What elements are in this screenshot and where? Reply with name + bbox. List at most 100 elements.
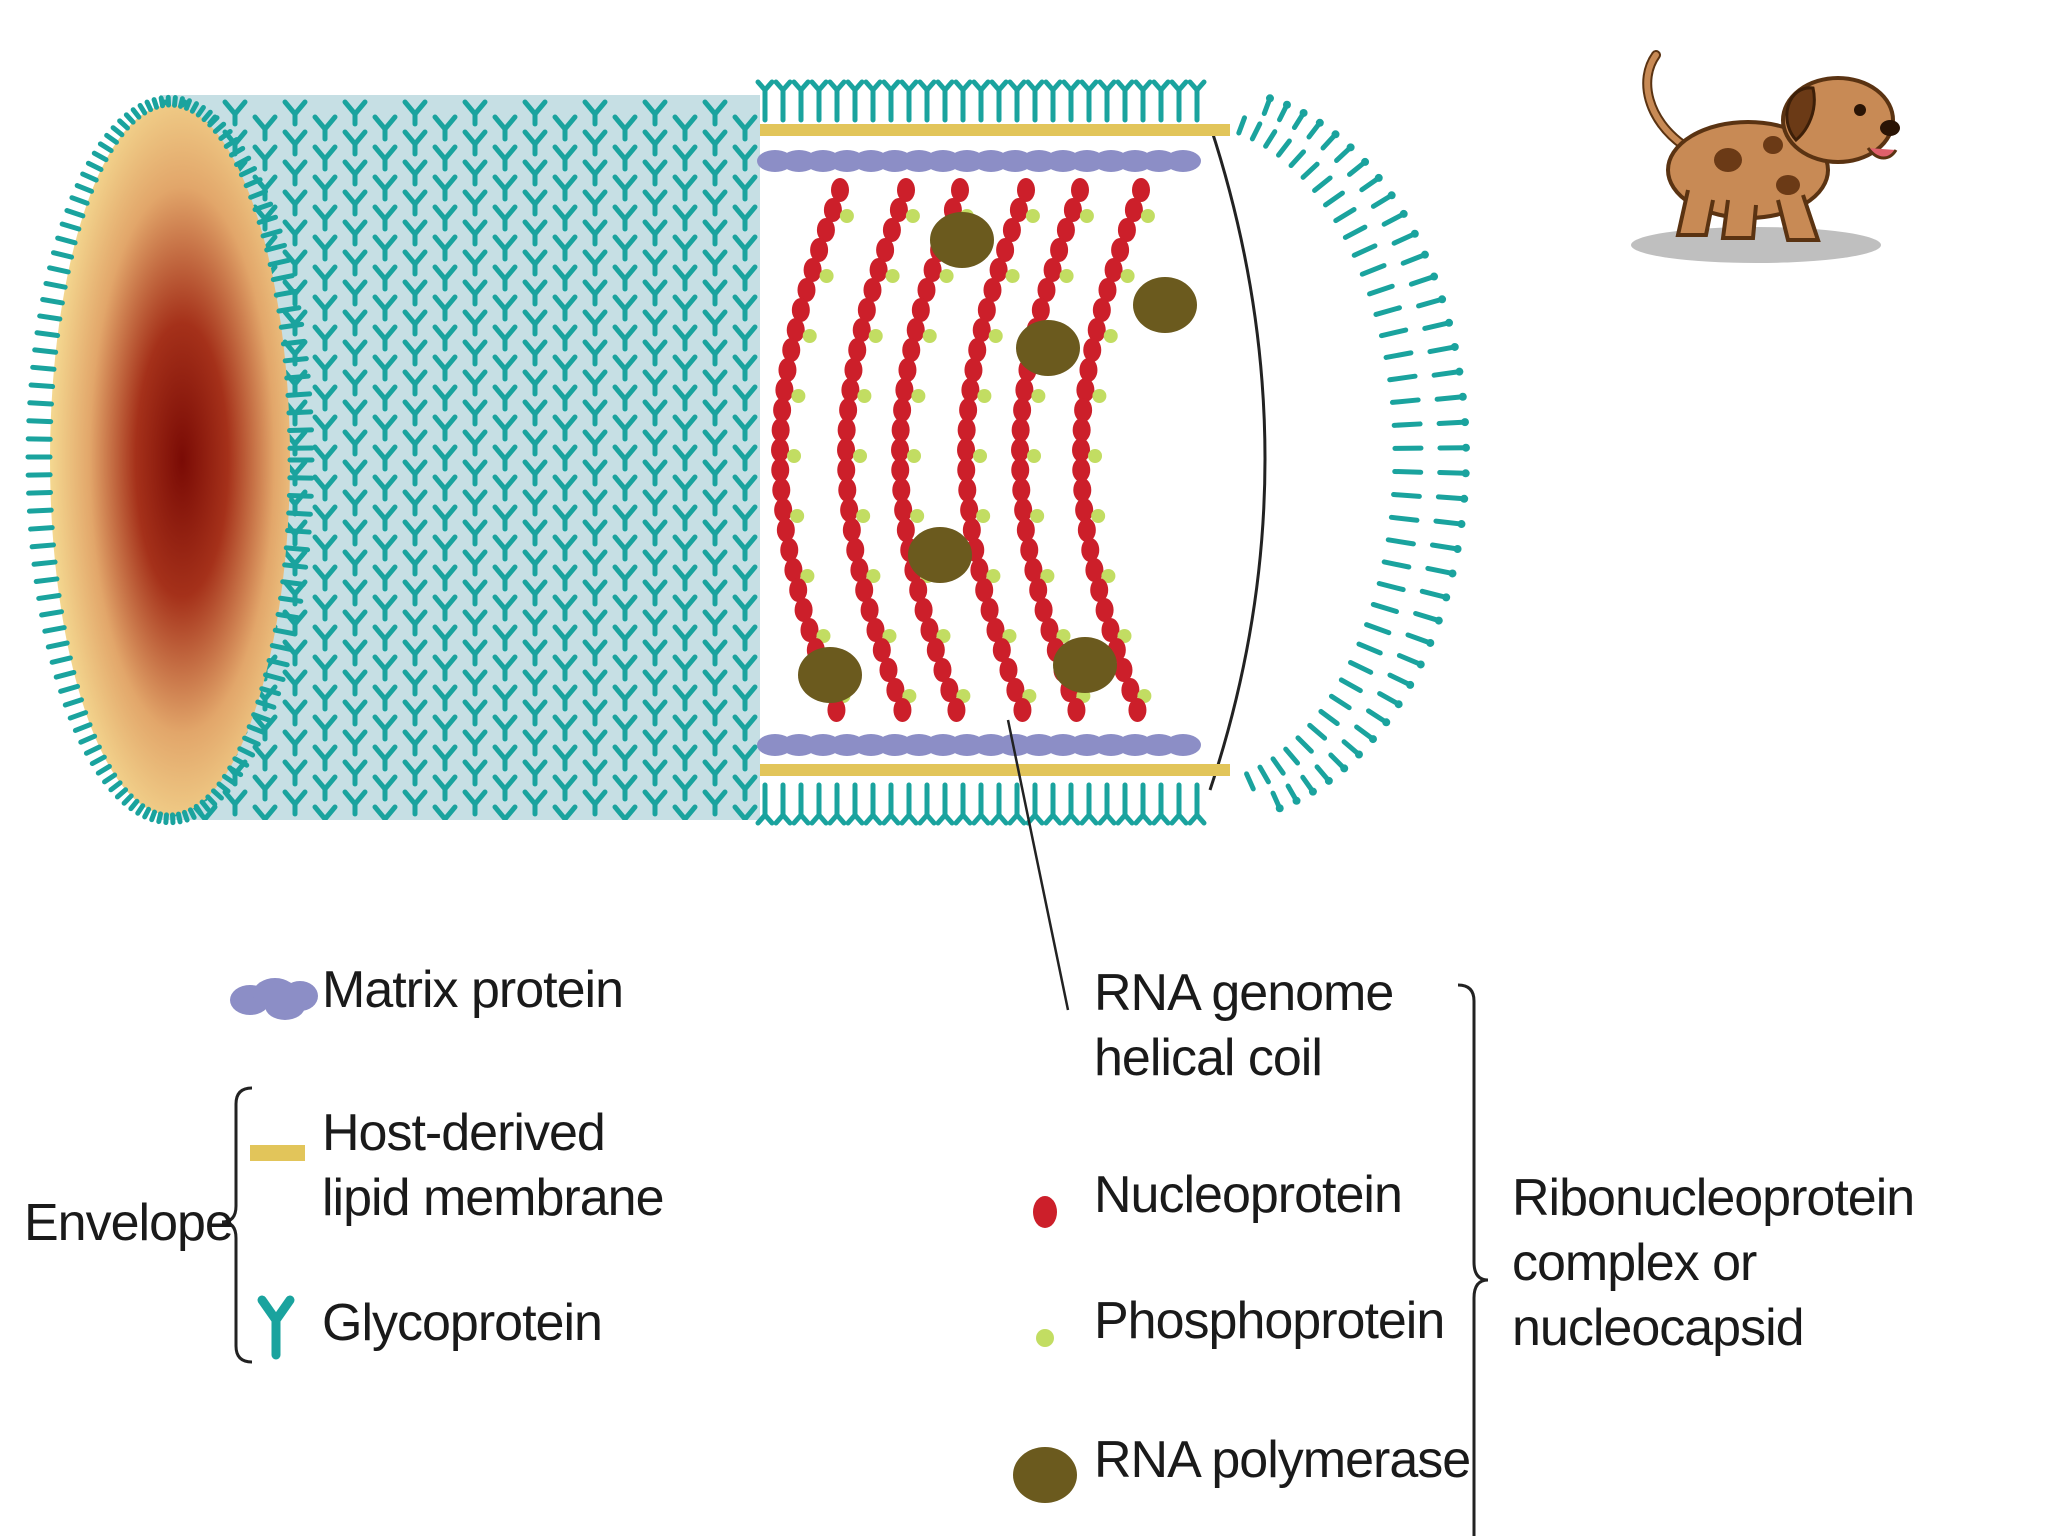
lattice-glycoprotein: [672, 204, 698, 232]
rim-spike: [50, 250, 75, 260]
nucleoprotein-unit: [794, 598, 813, 622]
nucleoprotein-unit: [773, 398, 792, 422]
rim-spike: [264, 242, 287, 253]
lattice-glycoprotein: [312, 594, 338, 622]
nucleoprotein-unit: [980, 598, 999, 622]
lattice-glycoprotein: [642, 609, 668, 637]
end-cap-spike: [1422, 320, 1452, 331]
lattice-glycoprotein: [462, 279, 488, 307]
lattice-glycoprotein: [702, 99, 728, 127]
rim-spike: [285, 528, 312, 535]
nucleoprotein-unit: [1029, 578, 1048, 602]
end-cap-spike: [1391, 492, 1422, 499]
lattice-glycoprotein: [672, 804, 698, 820]
lattice-glycoprotein: [522, 159, 548, 187]
rim-spike: [201, 109, 213, 123]
rim-spike: [280, 338, 307, 347]
lattice-glycoprotein: [282, 99, 308, 127]
lattice-glycoprotein: [552, 594, 578, 622]
nucleoprotein-unit: [852, 318, 871, 342]
glycoprotein-spike: [1079, 782, 1099, 826]
lattice-glycoprotein: [492, 174, 518, 202]
glycoprotein-spike: [935, 782, 955, 826]
rim-spike: [121, 793, 134, 806]
lattice-glycoprotein: [732, 654, 758, 682]
nucleoprotein-icon: [1033, 1196, 1057, 1228]
lattice-glycoprotein: [582, 279, 608, 307]
end-cap-knob: [1361, 157, 1370, 166]
lattice-glycoprotein: [642, 729, 668, 757]
lattice-glycoprotein: [552, 684, 578, 712]
end-cap-knob: [1374, 173, 1383, 182]
glycoprotein-spike: [791, 79, 811, 123]
end-cap-spike: [1328, 693, 1352, 711]
nucleoprotein-unit: [920, 618, 939, 642]
nucleoprotein-unit: [1111, 238, 1130, 262]
lattice-glycoprotein: [642, 459, 668, 487]
rim-spike: [252, 201, 274, 213]
nucleoprotein-unit: [1067, 698, 1086, 722]
nucleoprotein-unit: [977, 298, 996, 322]
nucleoprotein-unit: [1009, 198, 1028, 222]
rim-spike: [26, 507, 54, 514]
end-cap-spike: [1437, 469, 1469, 476]
nucleoprotein-unit: [968, 338, 987, 362]
rim-spike: [255, 699, 277, 710]
end-cap-spike: [1383, 350, 1414, 360]
cutaway-rim-line: [1208, 124, 1267, 791]
lattice-glycoprotein: [702, 129, 728, 157]
lattice-glycoprotein: [432, 174, 458, 202]
phosphoprotein-unit: [802, 329, 817, 343]
glycoprotein-spike: [953, 79, 973, 123]
lattice-glycoprotein: [702, 549, 728, 577]
glycoprotein-spike: [1115, 782, 1135, 826]
lattice-glycoprotein: [402, 279, 428, 307]
nucleoprotein-unit: [895, 378, 914, 402]
lattice-glycoprotein: [432, 504, 458, 532]
lattice-glycoprotein: [492, 744, 518, 772]
lattice-glycoprotein: [582, 579, 608, 607]
lattice-glycoprotein: [312, 414, 338, 442]
rim-spike: [36, 592, 62, 601]
nucleoprotein-unit: [1087, 318, 1106, 342]
lattice-glycoprotein: [222, 789, 248, 817]
lattice-glycoprotein: [552, 354, 578, 382]
lattice-glycoprotein: [432, 264, 458, 292]
nucleoprotein-unit: [989, 258, 1008, 282]
end-cap-spike: [1338, 677, 1363, 694]
lattice-glycoprotein: [402, 339, 428, 367]
lattice-glycoprotein: [672, 114, 698, 142]
legend-rna-genome: RNA genome: [1094, 964, 1393, 1022]
nucleoprotein-unit: [771, 438, 790, 462]
rna-polymerase-unit: [798, 647, 862, 703]
lattice-glycoprotein: [732, 744, 758, 772]
rim-spike: [102, 772, 118, 785]
rim-spike: [287, 427, 315, 434]
lattice-glycoprotein: [702, 339, 728, 367]
nucleoprotein-unit: [839, 398, 858, 422]
lattice-glycoprotein: [372, 654, 398, 682]
rim-spike: [243, 177, 263, 189]
glycoprotein-spike: [917, 79, 937, 123]
end-cap-knob: [1442, 593, 1451, 602]
lattice-glycoprotein: [312, 504, 338, 532]
end-cap-spike: [1263, 129, 1278, 149]
lattice-glycoprotein: [342, 669, 368, 697]
lattice-glycoprotein: [462, 489, 488, 517]
lattice-glycoprotein: [372, 714, 398, 742]
end-cap-knob: [1308, 787, 1317, 796]
lattice-glycoprotein: [672, 414, 698, 442]
lattice-glycoprotein: [642, 279, 668, 307]
nucleoprotein-unit: [1017, 178, 1035, 202]
lattice-glycoprotein: [582, 459, 608, 487]
end-cap-knob: [1387, 191, 1396, 200]
lattice-glycoprotein: [582, 399, 608, 427]
end-cap-knob: [1324, 776, 1333, 785]
end-cap-spike: [1387, 373, 1418, 383]
end-cap-spike: [1389, 397, 1421, 405]
lattice-glycoprotein: [582, 549, 608, 577]
lattice-glycoprotein: [492, 774, 518, 802]
end-cap-spike: [1249, 121, 1263, 142]
rim-spike: [151, 97, 160, 110]
